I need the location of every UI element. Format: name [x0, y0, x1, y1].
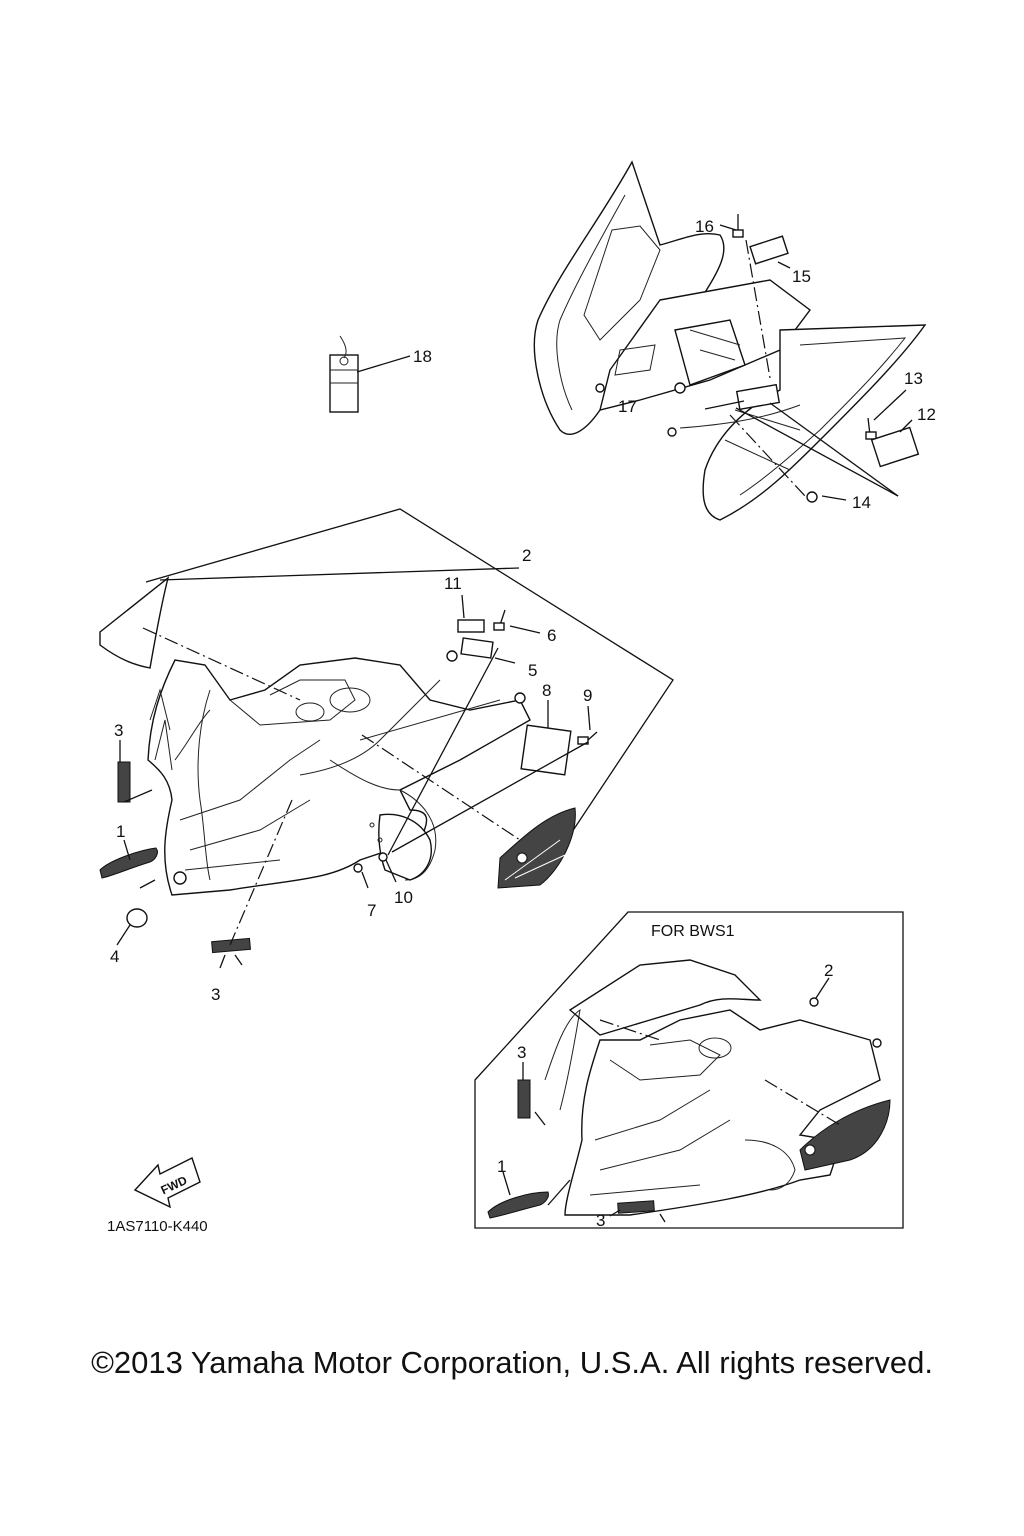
- front-fender-bracket: [145, 508, 674, 851]
- callout-6: 6: [547, 626, 556, 645]
- inset-bws1: [474, 911, 904, 1229]
- side-decal: [497, 807, 576, 889]
- callout-2: 2: [522, 546, 531, 565]
- callout-9: 9: [583, 686, 592, 705]
- callout-1: 1: [116, 822, 125, 841]
- callout-16: 16: [695, 217, 714, 236]
- leader-lines-top: [356, 224, 913, 501]
- inset-title: FOR BWS1: [651, 923, 735, 940]
- callout-7: 7: [367, 901, 376, 920]
- small-parts-top: [329, 214, 920, 468]
- front-fender-assembly: [99, 576, 531, 896]
- diagram-code: 1AS7110-K440: [107, 1218, 208, 1235]
- callout-3-upper: 3: [114, 721, 123, 740]
- inset-callout-2: 2: [824, 961, 833, 980]
- callout-10: 10: [394, 888, 413, 907]
- callout-8: 8: [542, 681, 551, 700]
- callout-11: 11: [444, 574, 462, 593]
- small-parts-middle: [99, 609, 598, 954]
- fwd-arrow-icon: [133, 1157, 201, 1209]
- inset-callout-1: 1: [497, 1157, 506, 1176]
- inset-callout-3-upper: 3: [517, 1043, 526, 1062]
- callout-12: 12: [917, 405, 936, 424]
- leader-lines-middle: [116, 567, 591, 969]
- copyright-notice: ©2013 Yamaha Motor Corporation, U.S.A. A…: [91, 1345, 933, 1380]
- callout-17: 17: [618, 397, 637, 416]
- callout-4: 4: [110, 947, 119, 966]
- inset-callout-3-lower: 3: [596, 1211, 605, 1230]
- callout-13: 13: [904, 369, 923, 388]
- callout-5: 5: [528, 661, 537, 680]
- callout-14: 14: [852, 493, 871, 512]
- rear-fender-assembly: [533, 160, 927, 521]
- callout-18: 18: [413, 347, 432, 366]
- callout-15: 15: [792, 267, 811, 286]
- callout-3-lower: 3: [211, 985, 220, 1004]
